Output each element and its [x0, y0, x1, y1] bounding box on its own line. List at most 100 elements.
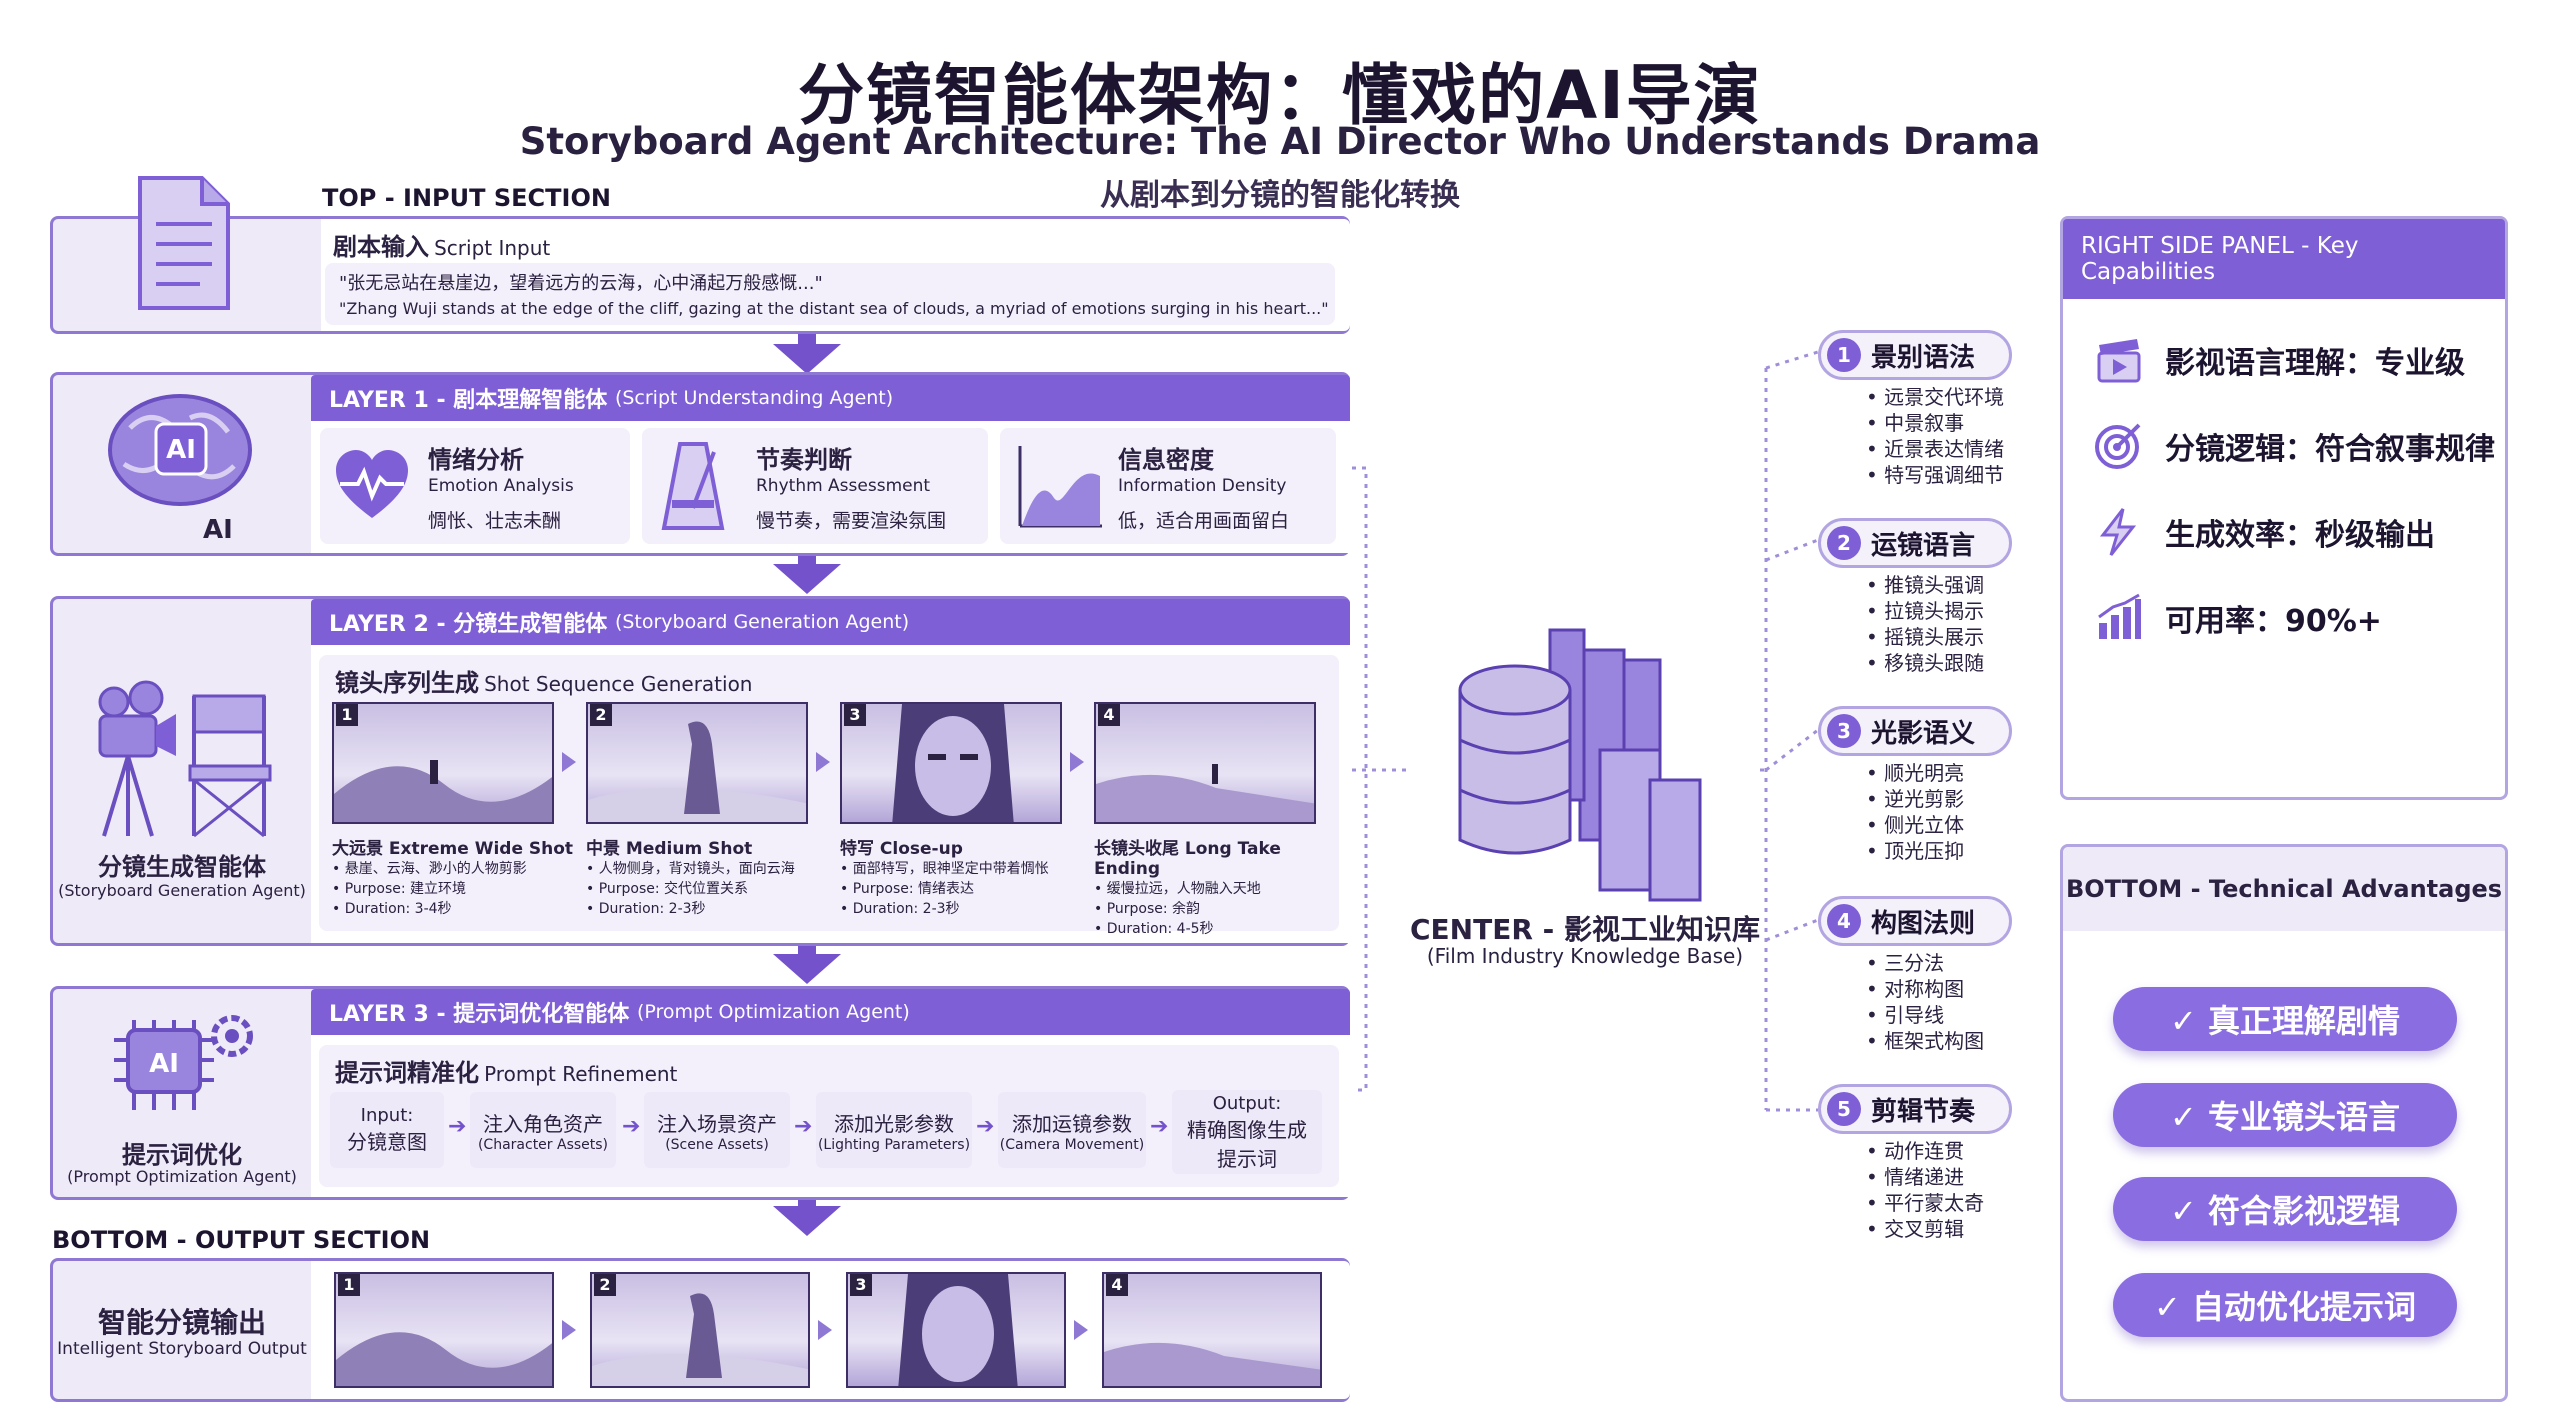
lightning-icon: [2099, 508, 2137, 556]
advantage-pill: ✓ 符合影视逻辑: [2113, 1177, 2457, 1241]
heart-pulse-icon: [336, 450, 408, 518]
category-list: • 顺光明亮• 逆光剪影• 侧光立体• 顶光压抑: [1866, 761, 1965, 863]
input-section-label: TOP - INPUT SECTION: [322, 184, 611, 212]
shot-thumbnail-3: [840, 702, 1062, 824]
prompt-step-lighting: 添加光影参数(Lighting Parameters): [816, 1092, 972, 1168]
flow-arrow-icon: [773, 1206, 841, 1236]
shot-caption-3: 特写 Close-up • 面部特写，眼神坚定中带着惆怅 • Purpose: …: [840, 839, 1049, 917]
bar-chart-icon: [2098, 593, 2141, 639]
advantage-pill: ✓ 真正理解剧情: [2113, 987, 2457, 1051]
layer3-header: LAYER 3 - 提示词优化智能体 (Prompt Optimization …: [311, 989, 1350, 1035]
center-title: CENTER - 影视工业知识库: [1410, 913, 1761, 946]
shot-thumbnail-1: [332, 702, 554, 824]
layer3-side-title: 提示词优化: [122, 1141, 242, 1169]
prompt-refinement-title: 提示词精准化 Prompt Refinement: [335, 1059, 678, 1087]
step-arrow-icon: ➔: [622, 1114, 641, 1139]
density-sub: Information Density: [1118, 476, 1287, 496]
shot-caption-4: 长镜头收尾 Long Take Ending • 缓慢拉远，人物融入天地 • P…: [1094, 839, 1281, 937]
flow-arrow-stem: [798, 944, 816, 956]
flow-arrow-stem: [798, 554, 816, 566]
database-books-icon: [1458, 628, 1702, 902]
capability-item: 生成效率：秒级输出: [2093, 507, 2435, 557]
capability-item: 影视语言理解：专业级: [2093, 335, 2465, 385]
advantage-pill: ✓ 自动优化提示词: [2113, 1273, 2457, 1337]
ai-chip-icon: AI: [114, 1015, 253, 1110]
center-sub: (Film Industry Knowledge Base): [1426, 944, 1744, 968]
emotion-sub: Emotion Analysis: [428, 476, 574, 496]
category-list: • 推镜头强调• 拉镜头揭示• 摇镜头展示• 移镜头跟随: [1866, 573, 1985, 675]
step-arrow-icon: ➔: [448, 1114, 467, 1139]
layer1-header: LAYER 1 - 剧本理解智能体 (Script Understanding …: [311, 375, 1350, 421]
input-panel: 剧本输入 Script Input "张无忌站在悬崖边，望着远方的云海，心中涌起…: [50, 216, 1350, 334]
layer1-side-label: AI: [203, 515, 233, 545]
layer2-header: LAYER 2 - 分镜生成智能体 (Storyboard Generation…: [311, 599, 1350, 645]
technical-advantages-panel: BOTTOM - Technical Advantages ✓ 真正理解剧情 ✓…: [2060, 844, 2508, 1402]
output-frame-4: [1102, 1272, 1322, 1388]
shot-number: 1: [336, 704, 358, 726]
emotion-analysis-card: 情绪分析 Emotion Analysis 惆怅、壮志未酬: [320, 428, 630, 544]
rhythm-sub: Rhythm Assessment: [756, 476, 931, 496]
sequence-arrow-icon: [816, 752, 830, 772]
prompt-step-character: 注入角色资产(Character Assets): [470, 1092, 616, 1168]
key-capabilities-panel: RIGHT SIDE PANEL - Key Capabilities 影视语言…: [2060, 216, 2508, 800]
brain-ai-icon: AI: [108, 394, 252, 506]
capability-item: 可用率：90%+: [2093, 593, 2382, 643]
shot-number: 4: [1098, 704, 1120, 726]
chip-ai-text: AI: [149, 1049, 179, 1079]
page-title: 分镜智能体架构：懂戏的AI导演: [798, 57, 1762, 134]
clapperboard-icon: [2097, 339, 2141, 383]
shot-thumbnail-2: [586, 702, 808, 824]
shot-caption-1: 大远景 Extreme Wide Shot • 悬崖、云海、渺小的人物剪影 • …: [332, 839, 574, 917]
output-frame-2: [590, 1272, 810, 1388]
step-arrow-icon: ➔: [976, 1114, 995, 1139]
frame-number: 1: [338, 1274, 360, 1296]
shot-number: 3: [844, 704, 866, 726]
output-title: 智能分镜输出: [97, 1306, 266, 1339]
output-frame-3: [846, 1272, 1066, 1388]
shot-caption-2: 中景 Medium Shot • 人物侧身，背对镜头，面向云海 • Purpos…: [586, 839, 795, 917]
flow-arrow-icon: [773, 954, 841, 984]
script-input-title: 剧本输入 Script Input: [333, 233, 551, 261]
shot-thumbnail-4: [1094, 702, 1316, 824]
layer2-side-title: 分镜生成智能体: [98, 853, 266, 881]
frame-number: 2: [594, 1274, 616, 1296]
output-section-label: BOTTOM - OUTPUT SECTION: [52, 1226, 431, 1254]
rhythm-title: 节奏判断: [756, 446, 852, 474]
rhythm-assessment-card: 节奏判断 Rhythm Assessment 慢节奏，需要渲染氛围: [642, 428, 988, 544]
category-list: • 动作连贯• 情绪递进• 平行蒙太奇• 交叉剪辑: [1866, 1139, 1985, 1241]
sequence-arrow-icon: [562, 1320, 576, 1340]
category-list: • 远景交代环境• 中景叙事• 近景表达情绪• 特写强调细节: [1866, 385, 2005, 487]
technical-advantages-header: BOTTOM - Technical Advantages: [2063, 847, 2505, 931]
step-arrow-icon: ➔: [794, 1114, 813, 1139]
key-capabilities-header: RIGHT SIDE PANEL - Key Capabilities: [2063, 219, 2505, 299]
target-icon: [2095, 423, 2141, 469]
brain-ai-text: AI: [166, 435, 196, 465]
area-chart-icon: [1018, 446, 1102, 528]
frame-number: 4: [1106, 1274, 1128, 1296]
sequence-arrow-icon: [562, 752, 576, 772]
capability-item: 分镜逻辑：符合叙事规律: [2093, 421, 2495, 471]
advantage-pill: ✓ 专业镜头语言: [2113, 1083, 2457, 1147]
page-title-en: Storyboard Agent Architecture: The AI Di…: [519, 120, 2041, 163]
layer3-side-sub: (Prompt Optimization Agent): [67, 1167, 297, 1186]
prompt-step-scene: 注入场景资产(Scene Assets): [644, 1092, 790, 1168]
sequence-arrow-icon: [1070, 752, 1084, 772]
sequence-arrow-icon: [818, 1320, 832, 1340]
document-icon: [138, 176, 230, 310]
flow-arrow-icon: [773, 344, 841, 374]
output-frame-1: [334, 1272, 554, 1388]
emotion-desc: 惆怅、壮志未酬: [428, 510, 562, 532]
prompt-step-input: Input:分镜意图: [330, 1092, 444, 1168]
flow-arrow-icon: [773, 564, 841, 594]
shot-sequence-title: 镜头序列生成 Shot Sequence Generation: [335, 669, 753, 697]
emotion-title: 情绪分析: [428, 446, 524, 474]
metronome-icon: [661, 442, 725, 530]
layer2-side-sub: (Storyboard Generation Agent): [58, 881, 306, 900]
camera-chair-icon: [98, 680, 272, 838]
rhythm-desc: 慢节奏，需要渲染氛围: [756, 510, 947, 532]
step-arrow-icon: ➔: [1150, 1114, 1169, 1139]
